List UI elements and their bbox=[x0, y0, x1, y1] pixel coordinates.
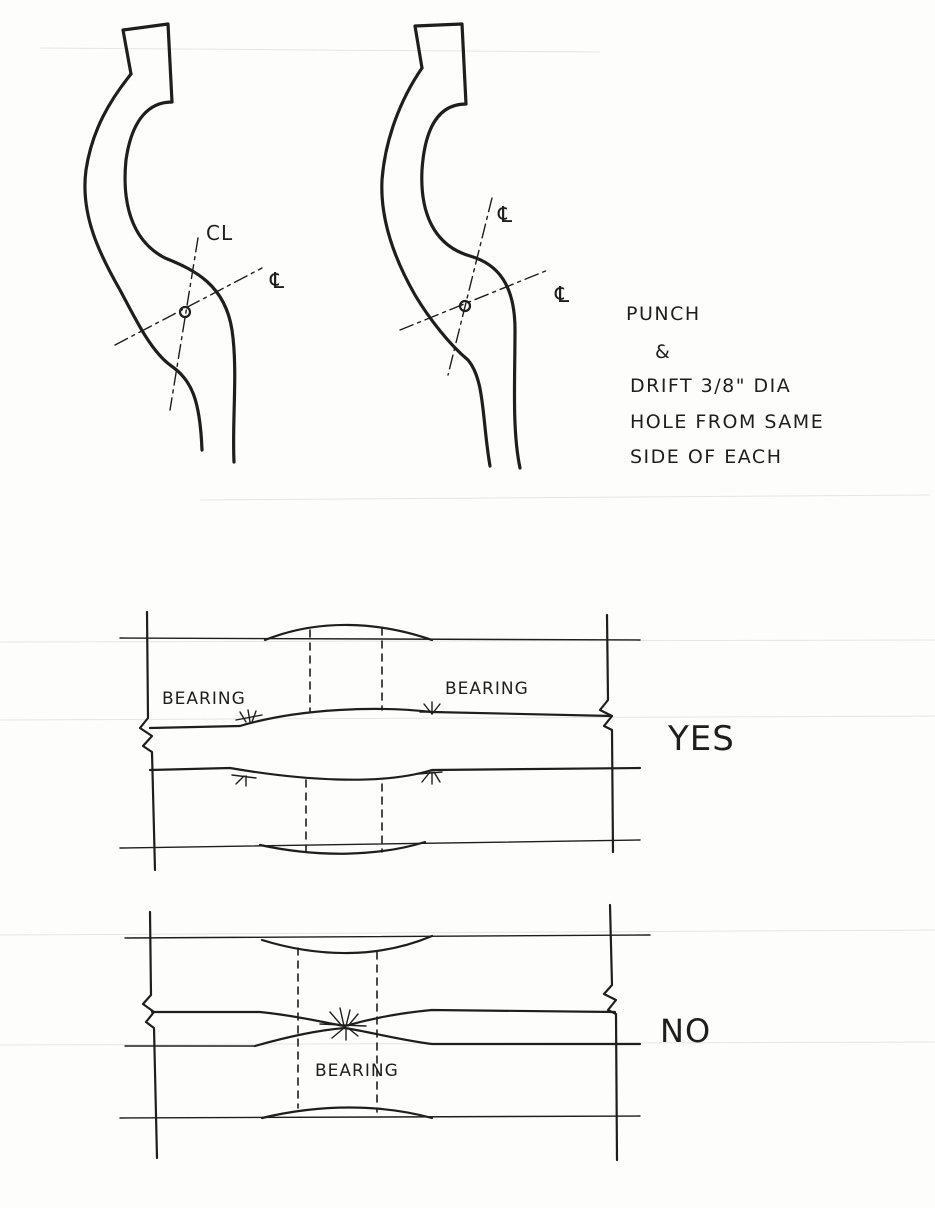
paper-guide-lines bbox=[0, 47, 935, 1046]
no-lower-bar-swell-bottom bbox=[260, 1106, 434, 1120]
left-part-outline bbox=[121, 22, 237, 464]
yes-left-border bbox=[138, 610, 157, 872]
right-part-outline-inner bbox=[380, 66, 492, 468]
left-part-outline-inner bbox=[83, 72, 204, 452]
yes-bearing-label-left: BEARING bbox=[162, 689, 246, 709]
yes-bearing-label-right: BEARING bbox=[445, 679, 529, 699]
yes-right-border bbox=[598, 613, 615, 854]
yes-upper-bar-bottom bbox=[148, 707, 614, 730]
left-centerline-shallow bbox=[114, 267, 263, 346]
no-left-border bbox=[141, 910, 159, 1160]
no-upper-bar-swell-top bbox=[260, 934, 434, 955]
yes-verdict: YES bbox=[667, 719, 735, 759]
no-bearing-mark-center bbox=[319, 1007, 367, 1041]
left-forged-part: CL ℄ bbox=[83, 22, 285, 464]
left-centerline-label-1: CL bbox=[206, 221, 233, 245]
left-centerline-steep bbox=[169, 237, 199, 411]
left-centerline-label-2: ℄ bbox=[269, 269, 285, 294]
yes-lower-bar-swell-bottom bbox=[258, 840, 427, 855]
instruction-line-2: & bbox=[655, 341, 671, 363]
no-bearing-label: BEARING bbox=[315, 1061, 399, 1081]
no-lower-bar-top bbox=[253, 1026, 642, 1048]
instruction-line-1: PUNCH bbox=[626, 303, 701, 325]
yes-bearing-mark-lower-left bbox=[231, 774, 257, 787]
yes-upper-bar-swell-top bbox=[263, 623, 434, 642]
yes-joint-diagram: BEARING BEARING YES bbox=[119, 610, 735, 872]
right-centerline-label-2: ℄ bbox=[554, 283, 570, 308]
instruction-line-4: HOLE FROM SAME bbox=[630, 411, 824, 433]
no-joint-diagram: BEARING NO bbox=[119, 903, 711, 1162]
right-part-outline bbox=[413, 22, 522, 470]
yes-upper-bar-top bbox=[119, 637, 641, 641]
no-upper-bar-top bbox=[124, 934, 651, 939]
punch-instruction-note: PUNCH & DRIFT 3/8" DIA HOLE FROM SAME SI… bbox=[626, 303, 824, 468]
no-right-border bbox=[602, 903, 619, 1162]
instruction-line-5: SIDE OF EACH bbox=[630, 446, 782, 468]
yes-lower-bar-top bbox=[148, 766, 642, 781]
left-punch-hole bbox=[178, 305, 192, 319]
yes-bearing-mark-upper-left bbox=[235, 709, 263, 723]
no-lower-bar-bottom bbox=[119, 1115, 641, 1119]
right-centerline-label-1: ℄ bbox=[497, 203, 513, 228]
no-verdict: NO bbox=[660, 1012, 711, 1050]
right-centerline-shallow bbox=[399, 269, 549, 331]
right-forged-part: ℄ ℄ bbox=[380, 22, 570, 470]
yes-bearing-mark-lower-right bbox=[417, 771, 443, 785]
yes-lower-bar-bottom bbox=[119, 839, 641, 849]
no-upper-bar-bottom bbox=[150, 1008, 617, 1028]
instruction-line-3: DRIFT 3/8" DIA bbox=[630, 375, 791, 397]
yes-bearing-mark-upper-right bbox=[419, 701, 443, 715]
right-punch-hole bbox=[458, 299, 472, 313]
right-centerline-steep bbox=[447, 197, 493, 376]
